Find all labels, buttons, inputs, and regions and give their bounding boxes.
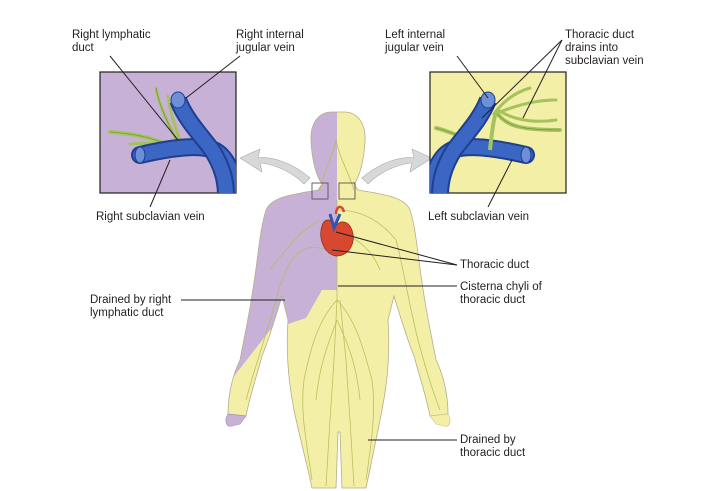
left-neck-inset [429,71,567,194]
label-right-lymphatic-duct: Right lymphatic duct [72,29,151,54]
left-internal-jugular-drawing [433,97,495,193]
label-left-subclavian-vein: Left subclavian vein [428,211,530,223]
right-internal-jugular-drawing [171,97,233,193]
right-hand [225,413,247,427]
left-hand [429,413,451,427]
label-right-subclavian-vein: Right subclavian vein [96,211,205,223]
leader-lines [109,39,563,441]
body-outline [227,111,449,489]
right-neck-inset [99,71,237,194]
right-zoom-arrow [239,148,311,185]
label-thoracic-duct: Thoracic duct [460,259,530,271]
label-drained-by-right-lymphatic-duct: Drained by right lymphatic duct [90,294,172,319]
left-zoom-arrow [361,148,433,185]
left-neck-marker [338,182,356,200]
label-left-internal-jugular-vein: Left internal jugular vein [385,29,446,54]
label-drained-by-thoracic-duct: Drained by thoracic duct [460,434,526,459]
label-cisterna-chyli: Cisterna chyli of thoracic duct [460,281,542,306]
label-right-internal-jugular-vein: Right internal jugular vein [236,29,304,54]
label-thoracic-duct-drains: Thoracic duct drains into subclavian vei… [565,29,644,67]
right-neck-marker [311,182,329,200]
heart [320,205,354,257]
